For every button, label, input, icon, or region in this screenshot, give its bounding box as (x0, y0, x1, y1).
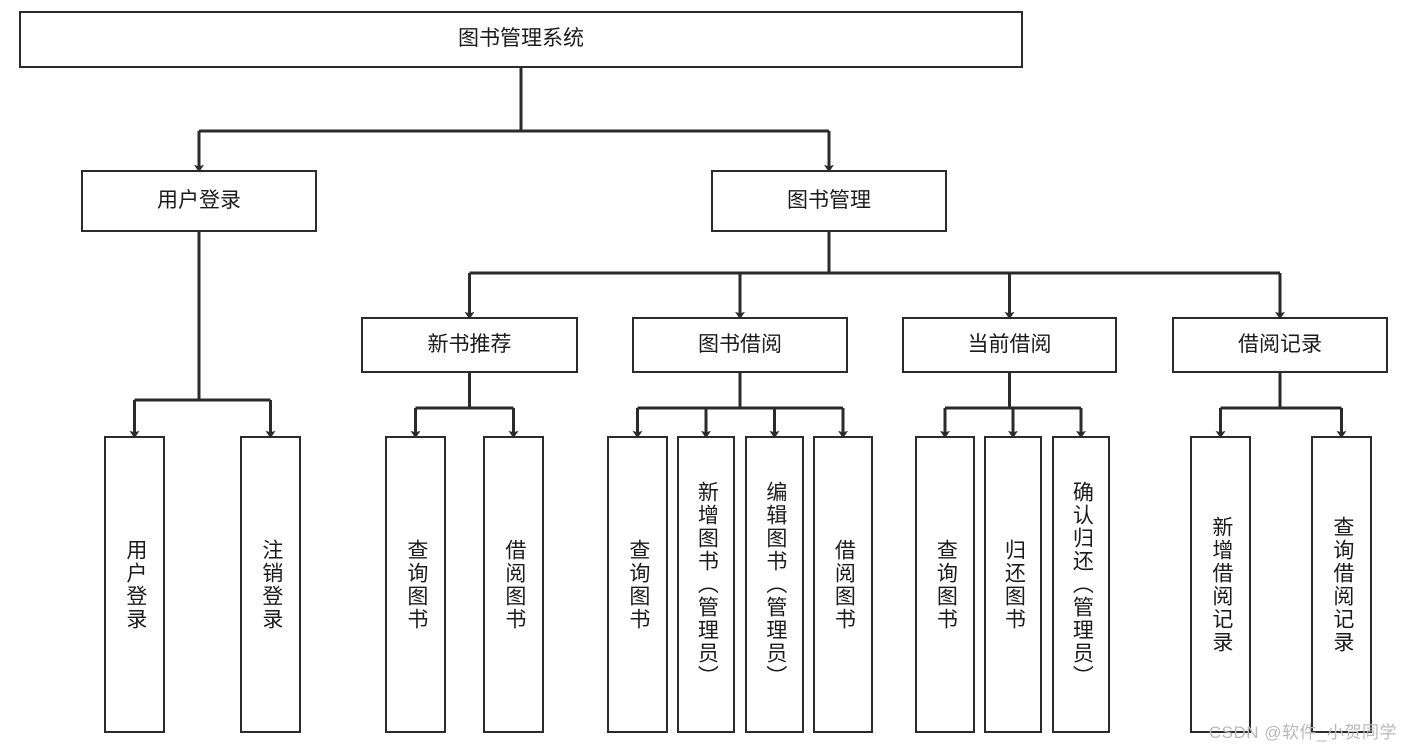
node-label: 图书管理 (787, 188, 871, 212)
node-l3_2[interactable]: 当前借阅 (902, 317, 1117, 373)
node-label: 编辑图书（管理员） (763, 481, 787, 688)
node-label: 用户登录 (157, 188, 241, 212)
node-label: 新书推荐 (427, 332, 512, 356)
node-l3_3[interactable]: 借阅记录 (1172, 317, 1388, 373)
node-l3_1[interactable]: 图书借阅 (632, 317, 848, 373)
node-leaf_4[interactable]: 查询图书 (607, 436, 668, 733)
node-leaf_1[interactable]: 注销登录 (240, 436, 301, 733)
node-leaf_2[interactable]: 查询图书 (385, 436, 446, 733)
node-leaf_12[interactable]: 查询借阅记录 (1311, 436, 1372, 733)
node-label: 查询图书 (626, 538, 650, 631)
node-label: 图书借阅 (698, 332, 782, 356)
node-label: 确认归还（管理员） (1070, 481, 1094, 688)
node-label: 新增图书（管理员） (695, 481, 719, 688)
node-leaf_8[interactable]: 查询图书 (915, 436, 975, 733)
csdn-watermark: CSDN @软件_小贺同学 (1208, 723, 1397, 742)
node-label: 新增借阅记录 (1209, 515, 1233, 654)
node-label: 借阅记录 (1238, 332, 1322, 356)
node-root[interactable]: 图书管理系统 (19, 11, 1023, 68)
node-leaf_7[interactable]: 借阅图书 (813, 436, 873, 733)
node-label: 注销登录 (259, 538, 283, 631)
node-leaf_5[interactable]: 新增图书（管理员） (677, 436, 735, 733)
node-label: 借阅图书 (502, 538, 526, 631)
node-label: 查询图书 (404, 538, 428, 631)
node-l2_1[interactable]: 图书管理 (711, 170, 947, 232)
node-leaf_0[interactable]: 用户登录 (104, 436, 165, 733)
node-l2_0[interactable]: 用户登录 (81, 170, 317, 232)
node-leaf_9[interactable]: 归还图书 (984, 436, 1042, 733)
node-leaf_6[interactable]: 编辑图书（管理员） (745, 436, 804, 733)
node-label: 借阅图书 (832, 538, 856, 631)
node-leaf_3[interactable]: 借阅图书 (483, 436, 544, 733)
node-label: 用户登录 (123, 538, 147, 631)
node-label: 归还图书 (1002, 538, 1026, 631)
node-l3_0[interactable]: 新书推荐 (361, 317, 578, 373)
node-leaf_11[interactable]: 新增借阅记录 (1190, 436, 1251, 733)
node-label: 查询借阅记录 (1330, 515, 1354, 654)
node-leaf_10[interactable]: 确认归还（管理员） (1052, 436, 1110, 733)
node-label: 查询图书 (934, 538, 958, 631)
node-label: 图书管理系统 (458, 27, 584, 51)
node-label: 当前借阅 (967, 332, 1052, 356)
